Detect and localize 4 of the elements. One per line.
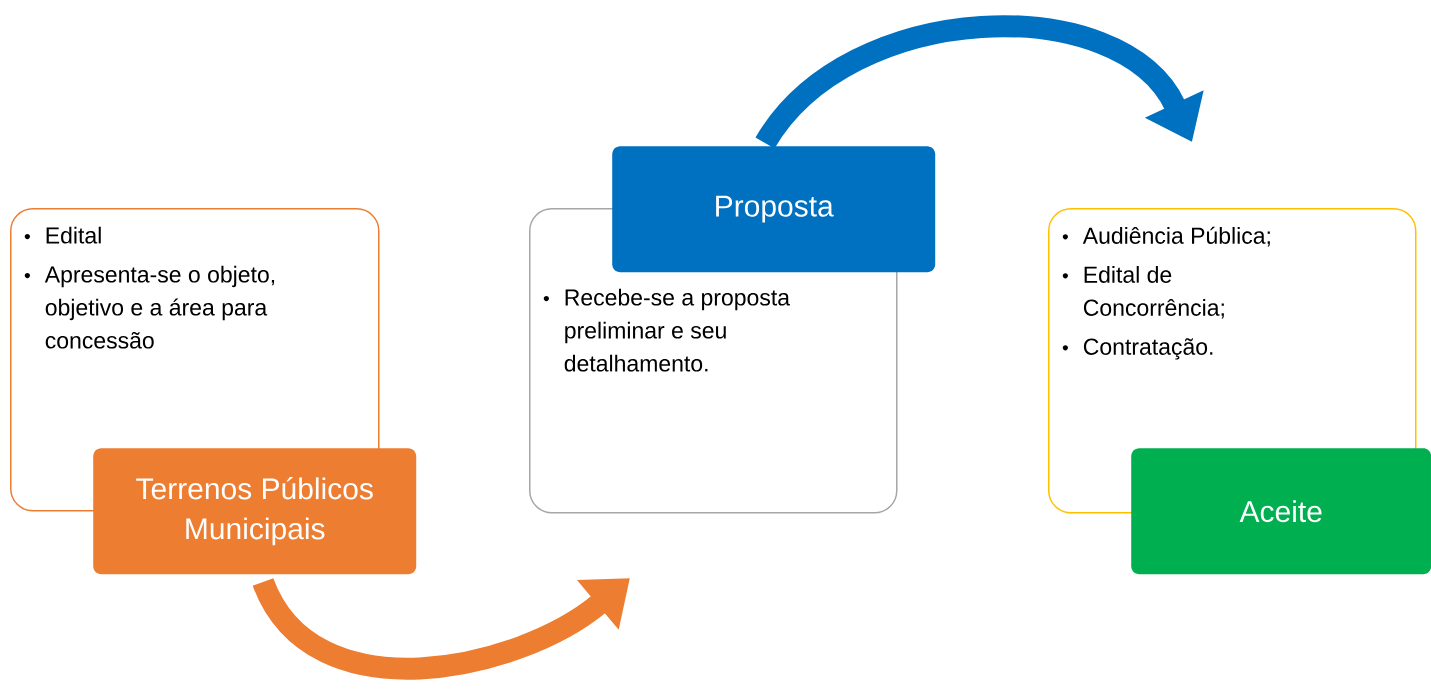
heading-box: Aceite bbox=[1131, 448, 1431, 575]
heading-box: Proposta bbox=[612, 146, 936, 273]
curved-arrow bbox=[756, 15, 1204, 150]
heading-box: Terrenos Públicos Municipais bbox=[93, 448, 417, 575]
